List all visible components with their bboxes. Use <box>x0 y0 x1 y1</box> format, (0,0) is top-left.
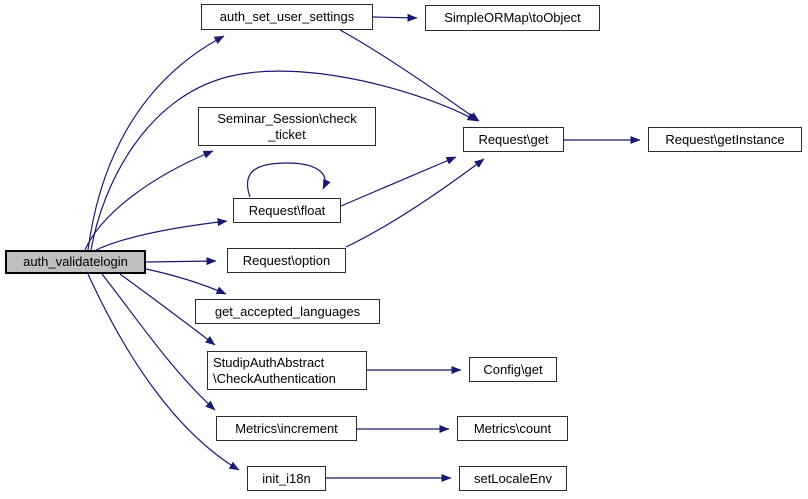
edge-set-user-settings-to-toobject <box>372 13 418 22</box>
node-auth-set-user-settings[interactable]: auth_set_user_settings <box>201 4 373 30</box>
edge-validatelogin-to-set-user-settings <box>87 35 225 251</box>
node-get-accepted-languages[interactable]: get_accepted_languages <box>195 299 380 324</box>
node-config-get[interactable]: Config\get <box>469 357 557 382</box>
edge-request-float-self-loop <box>246 162 331 198</box>
node-request-get[interactable]: Request\get <box>463 127 564 152</box>
edge-set-user-settings-to-request-get <box>339 29 480 122</box>
edge-validatelogin-to-metrics-increment <box>101 273 216 411</box>
node-request-getinstance[interactable]: Request\getInstance <box>648 127 802 152</box>
edge-request-float-to-request-get <box>340 156 457 207</box>
edge-validatelogin-to-request-get <box>90 70 478 251</box>
node-auth-validatelogin: auth_validatelogin <box>5 250 146 274</box>
edge-validatelogin-to-request-float <box>95 218 228 251</box>
edge-validatelogin-to-request-option <box>145 257 217 266</box>
node-simpleormap-toobject[interactable]: SimpleORMap\toObject <box>425 5 600 31</box>
edge-validatelogin-to-checkauthentication <box>119 273 216 346</box>
node-request-option[interactable]: Request\option <box>227 248 346 273</box>
edge-validatelogin-to-check-ticket <box>84 150 214 251</box>
node-setlocaleenv[interactable]: setLocaleEnv <box>459 466 567 491</box>
node-init-i18n[interactable]: init_i18n <box>247 466 326 491</box>
node-studipauthabstract-checkauthentication[interactable]: StudipAuthAbstract \CheckAuthentication <box>207 351 367 390</box>
node-request-float[interactable]: Request\float <box>233 198 341 223</box>
edge-request-option-to-request-get <box>345 158 485 248</box>
node-metrics-increment[interactable]: Metrics\increment <box>216 416 357 441</box>
node-metrics-count[interactable]: Metrics\count <box>457 416 568 441</box>
edge-validatelogin-to-get-accepted-languages <box>145 268 227 295</box>
node-seminar-session-check-ticket[interactable]: Seminar_Session\check _ticket <box>198 107 376 146</box>
edge-validatelogin-to-init-i18n <box>87 273 240 471</box>
